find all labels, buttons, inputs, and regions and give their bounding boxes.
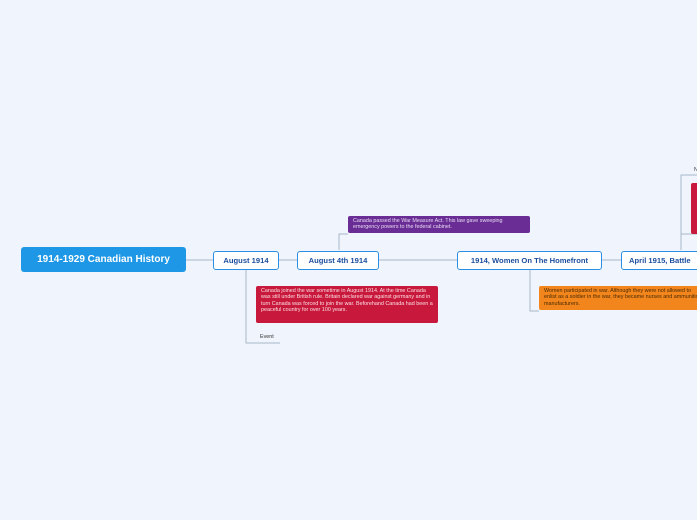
note-canada-joined-war[interactable]: Canada joined the war sometime in August… — [256, 286, 438, 323]
event-label[interactable]: Event — [260, 334, 274, 340]
partial-label-right: N — [694, 167, 697, 173]
topic-april-1915-battle[interactable]: April 1915, Battle — [621, 251, 697, 270]
note-women-participated-in-war[interactable]: Women participated in war. Although they… — [539, 286, 697, 310]
connector-april-upper-branch — [680, 174, 697, 250]
connector-august-1914-event — [245, 323, 280, 344]
topic-august-4th-1914[interactable]: August 4th 1914 — [297, 251, 379, 270]
connector-women-orange-note — [529, 270, 539, 312]
topic-women-on-the-homefront[interactable]: 1914, Women On The Homefront — [457, 251, 602, 270]
note-war-measures-act[interactable]: Canada passed the War Measure Act. This … — [348, 216, 530, 233]
topic-august-1914[interactable]: August 1914 — [213, 251, 279, 270]
note-partial-red-right[interactable] — [691, 183, 697, 234]
root-topic-canadian-history[interactable]: 1914-1929 Canadian History — [21, 247, 186, 272]
connector-august-4th-purple-note — [338, 233, 348, 250]
